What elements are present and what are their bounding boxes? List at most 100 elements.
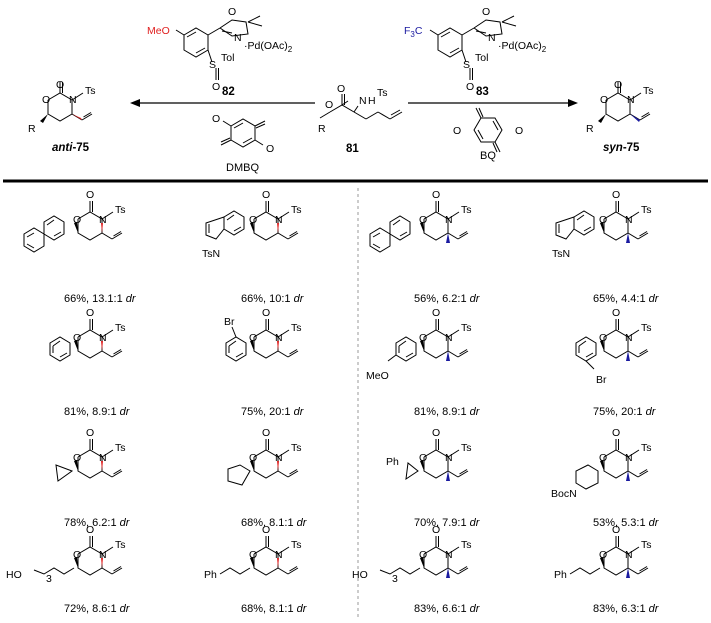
ring-n: N — [625, 332, 633, 344]
sulfur-83: S — [463, 59, 470, 71]
ring-o: O — [419, 452, 427, 464]
catalyst-82 — [175, 15, 263, 80]
ts-label: Ts — [641, 442, 652, 454]
sulfoxide-o-83: O — [466, 81, 474, 93]
ring-n: N — [625, 214, 633, 226]
substituent — [23, 215, 65, 253]
arrow-left-head — [130, 99, 140, 107]
sulfoxide-o-82: O — [212, 81, 220, 93]
yield-dr-label: 81%, 8.9:1 dr — [414, 406, 481, 418]
ts-label: Ts — [291, 322, 302, 334]
ts-label: Ts — [115, 539, 126, 551]
dmbq-structure — [220, 118, 266, 148]
yield-dr-label: 83%, 6.3:1 dr — [593, 603, 660, 615]
ring-o: O — [599, 549, 607, 561]
n3-label: 3 — [392, 573, 398, 585]
product-structure — [250, 318, 299, 359]
yield-dr-label: 70%, 7.9:1 dr — [414, 517, 481, 529]
product-structure — [600, 535, 649, 578]
syn-ts: Ts — [643, 85, 654, 97]
ph-label: Ph — [386, 456, 399, 468]
ts-label: Ts — [641, 322, 652, 334]
bocn-label: BocN — [551, 488, 577, 500]
ts-label: Ts — [461, 322, 472, 334]
ring-n: N — [445, 452, 453, 464]
ring-n: N — [99, 214, 107, 226]
ts-label: Ts — [291, 442, 302, 454]
syn-carbonyl-o: O — [614, 79, 622, 91]
yield-dr-label: 66%, 10:1 dr — [241, 293, 305, 305]
ring-n: N — [445, 214, 453, 226]
ring-n: N — [445, 332, 453, 344]
product-structure — [420, 318, 469, 361]
ring-o: O — [419, 549, 427, 561]
product-structure — [600, 318, 649, 361]
substituent — [555, 210, 595, 240]
product-structure — [420, 535, 469, 578]
ph-label: Ph — [204, 569, 217, 581]
oxazoline-n-83: N — [488, 32, 496, 44]
pd-label-82: ·Pd(OAc)2 — [244, 40, 293, 54]
bq-o2: O — [515, 125, 523, 137]
meo-label: MeO — [366, 370, 389, 382]
product-structure — [74, 535, 123, 576]
tol-82: Tol — [221, 52, 234, 64]
ring-o: O — [599, 332, 607, 344]
sulfur-82: S — [209, 59, 216, 71]
carbonyl-o: O — [432, 427, 440, 439]
ts-label: Ts — [115, 442, 126, 454]
yield-dr-label: 68%, 8.1:1 dr — [241, 517, 308, 529]
ts-label: Ts — [641, 204, 652, 216]
ring-n: N — [445, 549, 453, 561]
carbonyl-o: O — [612, 307, 620, 319]
ring-n: N — [99, 332, 107, 344]
ring-o: O — [599, 452, 607, 464]
anti-75-label: anti-75 — [52, 142, 90, 154]
yield-dr-label: 66%, 13.1:1 dr — [64, 293, 137, 305]
dmbq-o1: O — [212, 113, 220, 125]
carbonyl-o: O — [612, 189, 620, 201]
yield-dr-label: 53%, 5.3:1 dr — [593, 517, 660, 529]
ring-o: O — [419, 332, 427, 344]
ring-o: O — [73, 214, 81, 226]
yield-dr-label: 81%, 8.9:1 dr — [64, 406, 131, 418]
bq-structure — [473, 107, 503, 153]
carbonyl-o: O — [262, 307, 270, 319]
ring-n: N — [99, 549, 107, 561]
ring-o: O — [249, 214, 257, 226]
anti-n: N — [69, 94, 77, 106]
yield-dr-label: 72%, 8.6:1 dr — [64, 603, 131, 615]
ring-n: N — [625, 549, 633, 561]
anti-r: R — [28, 123, 36, 135]
yield-dr-label: 56%, 6.2:1 dr — [414, 293, 481, 305]
ts-label: Ts — [461, 204, 472, 216]
ring-n: N — [275, 332, 283, 344]
product-structure — [420, 200, 469, 243]
meo-label: MeO — [147, 25, 170, 37]
anti-ring-o: O — [42, 94, 50, 106]
ring-o: O — [419, 214, 427, 226]
substituent — [569, 567, 601, 575]
ho-label: HO — [6, 569, 22, 581]
ts-label: Ts — [115, 322, 126, 334]
compound-number-83: 83 — [476, 86, 489, 98]
substrate-81 — [319, 94, 403, 120]
dmbq-o2: O — [266, 143, 274, 155]
ring-n: N — [625, 452, 633, 464]
ts-label: Ts — [291, 539, 302, 551]
product-structure — [74, 438, 123, 479]
nh-h-81: H — [368, 95, 376, 107]
ts-label: Ts — [641, 539, 652, 551]
syn-n: N — [627, 94, 635, 106]
carbonyl-o: O — [612, 427, 620, 439]
r-81: R — [318, 123, 326, 135]
ring-o: O — [249, 332, 257, 344]
substituent — [219, 567, 251, 575]
substituent — [575, 336, 597, 370]
cf3-label: F3C — [404, 25, 423, 39]
substituent — [225, 326, 247, 362]
carbonyl-o: O — [86, 427, 94, 439]
yield-dr-label: 65%, 4.4:1 dr — [593, 293, 660, 305]
